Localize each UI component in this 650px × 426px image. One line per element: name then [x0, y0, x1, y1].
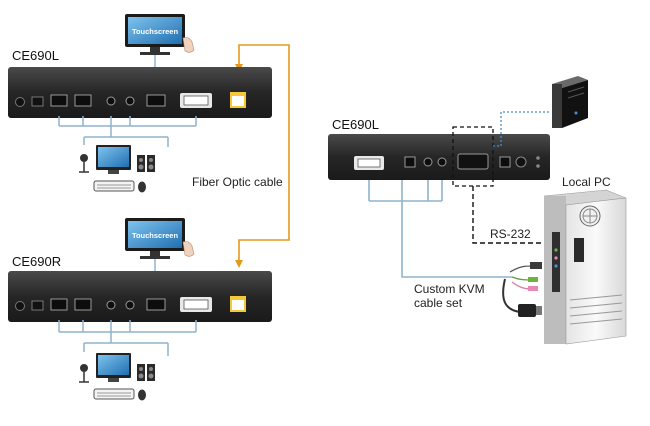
mouse-icon	[138, 181, 146, 193]
touchscreen-monitor-icon	[125, 218, 195, 259]
microphone-icon	[79, 154, 89, 173]
ce690l-left-unit	[8, 67, 272, 118]
keyboard-icon	[93, 388, 135, 400]
computer-monitor-icon	[96, 145, 131, 174]
ce690l-right-label: CE690L	[332, 117, 379, 132]
local-pc-label: Local PC	[562, 175, 611, 189]
ce690l-right-unit	[328, 134, 550, 180]
serial-line-to-server	[493, 111, 550, 147]
ce690r-unit	[8, 271, 272, 322]
touchscreen-bottom-label: Touchscreen	[132, 231, 179, 240]
custom-kvm-label-line2: cable set	[414, 296, 463, 310]
touchscreen-top-label: Touchscreen	[132, 27, 179, 36]
fiber-optic-label: Fiber Optic cable	[192, 175, 283, 189]
speakers-icon	[137, 364, 155, 381]
speakers-icon	[137, 155, 155, 172]
microphone-icon	[79, 364, 89, 383]
mouse-icon	[138, 389, 146, 401]
ce690l-left-ports-wiring	[58, 116, 197, 147]
computer-monitor-icon	[96, 353, 131, 382]
kvm-cable-plugs-icon	[502, 262, 542, 317]
desktop-tower-icon	[543, 189, 627, 345]
rs232-line	[472, 186, 556, 244]
custom-kvm-label-line1: Custom KVM	[414, 282, 485, 296]
kvm-cable-set-wiring	[368, 180, 512, 278]
server-icon	[552, 76, 588, 128]
keyboard-icon	[93, 180, 135, 192]
touchscreen-monitor-icon	[125, 14, 195, 55]
ce690r-ports-wiring	[58, 320, 197, 356]
rs232-label: RS-232	[490, 227, 531, 241]
ce690r-left-label: CE690R	[12, 254, 61, 269]
ce690l-left-label: CE690L	[12, 48, 59, 63]
